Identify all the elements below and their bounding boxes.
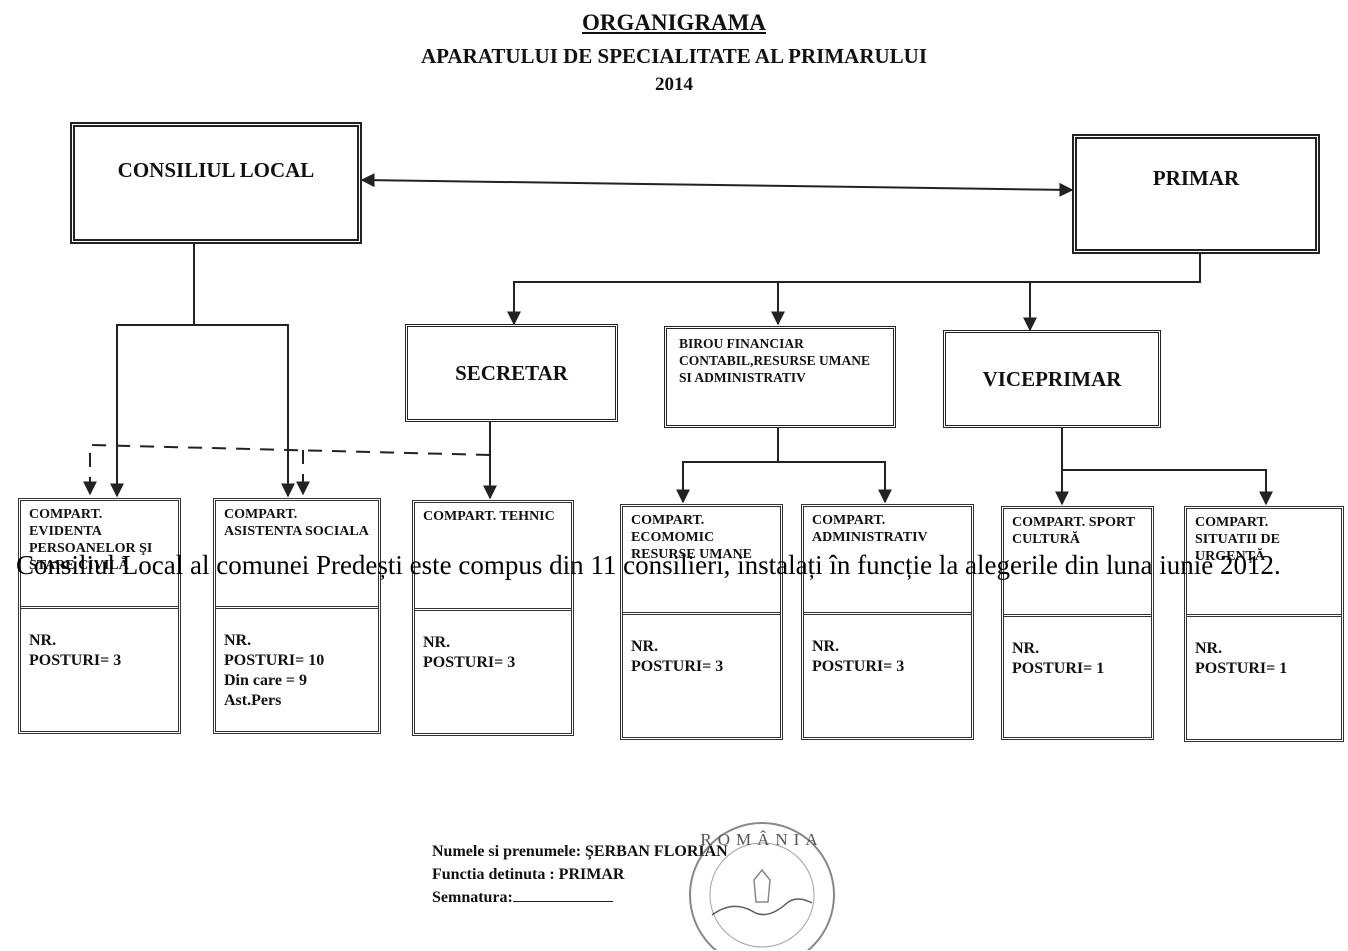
consiliu-evidenta-link (110, 244, 195, 498)
dept-posts-label: NR. (631, 638, 659, 655)
dept-posts-value: POSTURI= 3 (812, 658, 905, 675)
dept-title: COMPART. ECOMOMIC RESURSE UMANE (623, 507, 780, 615)
dept-title: COMPART. ADMINISTRATIV (804, 507, 971, 615)
overlay-caption: Consiliul Local al comunei Predești este… (16, 550, 1281, 580)
dept-posts-label: NR. (224, 632, 252, 649)
chart-title: ORGANIGRAMA (582, 10, 766, 35)
birou-financiar-box: BIROU FINANCIAR CONTABIL,RESURSE UMANE S… (664, 326, 896, 428)
dept-posts-value: POSTURI= 3 (29, 652, 122, 669)
signature-line (512, 901, 613, 902)
dept-sport-box: COMPART. SPORT CULTURĂ NR. POSTURI= 1 (1001, 506, 1154, 740)
consiliul-local-box: CONSILIUL LOCAL (70, 122, 362, 244)
primar-label: PRIMAR (1152, 165, 1240, 190)
signature-name-line: Numele si prenumele: ŞERBAN FLORIAN (432, 843, 728, 860)
dept-posts-label: NR. (812, 638, 840, 655)
secretar-label: SECRETAR (455, 360, 568, 385)
dept-administrativ-box: COMPART. ADMINISTRATIV NR. POSTURI= 3 (801, 504, 974, 740)
chart-year: 2014 (655, 74, 693, 95)
official-stamp: ROMÂNIA (689, 822, 835, 950)
dept-posts-label: NR. (423, 634, 451, 651)
handwritten-signature-icon (711, 898, 813, 916)
viceprimar-box: VICEPRIMAR (943, 330, 1161, 428)
dept-title: COMPART. SPORT CULTURĂ (1004, 509, 1151, 617)
signature-function-line: Functia detinuta : PRIMAR (432, 866, 625, 883)
secretar-box: SECRETAR (405, 324, 618, 422)
dept-tehnic-box: COMPART. TEHNIC NR. POSTURI= 3 (412, 500, 574, 736)
dept-posts-label: NR. (1195, 640, 1223, 657)
signature-field: Semnatura: (432, 886, 728, 909)
birou-financiar-label: BIROU FINANCIAR CONTABIL,RESURSE UMANE S… (679, 336, 871, 385)
dept-posts-label: NR. (1012, 640, 1040, 657)
dept-title: COMPART. EVIDENTA PERSOANELOR ŞI STARE C… (21, 501, 178, 609)
chart-subtitle: APARATULUI DE SPECIALITATE AL PRIMARULUI (420, 44, 927, 68)
dept-title: COMPART. TEHNIC (415, 503, 571, 611)
dept-title: COMPART. SITUATII DE URGENŢĂ (1187, 509, 1341, 617)
dept-evidenta-box: COMPART. EVIDENTA PERSOANELOR ŞI STARE C… (18, 498, 181, 734)
signature-block: Numele si prenumele: ŞERBAN FLORIAN Func… (432, 840, 728, 909)
dept-posts-value: POSTURI= 3 (423, 654, 516, 671)
secretar-evidenta-dashed-link (83, 443, 491, 496)
primar-box: PRIMAR (1072, 134, 1320, 254)
stamp-text: ROMÂNIA (700, 830, 823, 849)
consiliu-asistenta-link (194, 324, 295, 498)
dept-asistenta-box: COMPART. ASISTENTA SOCIALA NR. POSTURI= … (213, 498, 381, 734)
viceprimar-label: VICEPRIMAR (982, 366, 1122, 391)
primar-secretar-link (507, 254, 1201, 326)
coat-of-arms-icon (753, 868, 771, 903)
consiliul-local-label: CONSILIUL LOCAL (117, 157, 315, 182)
dept-title: COMPART. ASISTENTA SOCIALA (216, 501, 378, 609)
dept-ecomomic-box: COMPART. ECOMOMIC RESURSE UMANE NR. POST… (620, 504, 783, 740)
dept-posts-detail: Din care = 9 (224, 672, 308, 689)
signature-label: Semnatura: (432, 889, 513, 906)
dept-posts-label: NR. (29, 632, 57, 649)
birou-ecomomic-link (676, 428, 779, 504)
dept-urgenta-box: COMPART. SITUATII DE URGENŢĂ NR. POSTURI… (1184, 506, 1344, 742)
consiliu-primar-link (360, 173, 1074, 197)
dept-posts-detail: Ast.Pers (224, 692, 282, 709)
dept-posts-value: POSTURI= 1 (1012, 660, 1105, 677)
dept-posts-value: POSTURI= 1 (1195, 660, 1288, 677)
viceprimar-urgenta-link (1062, 469, 1273, 506)
dept-posts-value: POSTURI= 10 (224, 652, 325, 669)
birou-administrativ-link (778, 461, 892, 504)
dept-posts-value: POSTURI= 3 (631, 658, 724, 675)
